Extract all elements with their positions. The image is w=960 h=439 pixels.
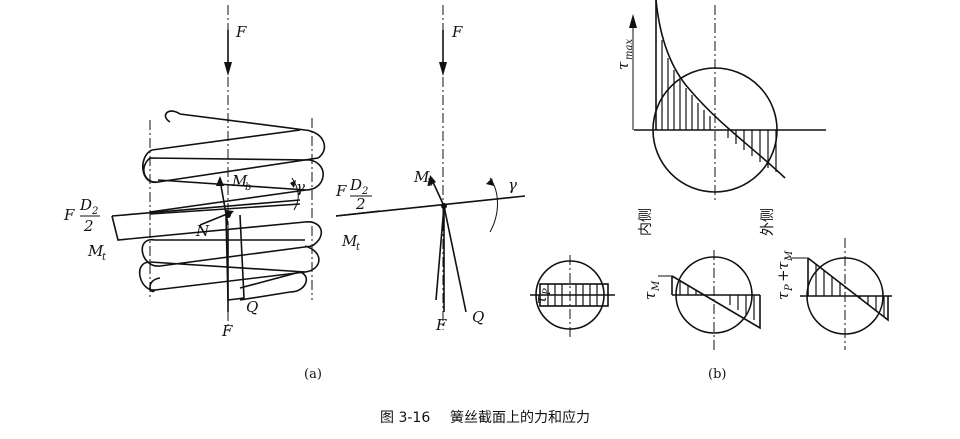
stress-distribution-panel: [530, 0, 892, 350]
tau-sum-b-label: τ: [774, 261, 792, 270]
mb-subscript-label: b: [245, 182, 251, 193]
subfigure-b-label: (b): [708, 367, 726, 382]
tau-p-hatching: [547, 284, 598, 306]
mb-label: M: [231, 172, 248, 190]
normal-force-n-label: N: [195, 222, 210, 240]
vector-diagram-panel: [335, 5, 526, 330]
outer-side-label: 外侧: [760, 208, 776, 236]
spring-coil-panel: [111, 5, 326, 330]
gamma-label: γ: [296, 178, 305, 196]
vector-mb-label: M: [413, 168, 430, 186]
tau-max-label: τ: [614, 61, 632, 70]
mt-label: M: [87, 242, 104, 260]
tau-sum-b-subscript-label: M: [784, 250, 795, 262]
force-f-left-label: F: [63, 206, 75, 224]
tau-sum-hatching: [815, 264, 885, 317]
vector-gamma-label: γ: [508, 176, 517, 194]
vector-d2-denominator-label: 2: [355, 195, 366, 213]
force-f-bottom-label: F: [221, 322, 233, 340]
tau-m-label: τ: [641, 291, 659, 300]
vector-f-top-label: F: [451, 23, 463, 41]
vector-mt-label: M: [341, 232, 358, 250]
d2-denominator-label: 2: [83, 217, 94, 235]
force-f-top-label: F: [235, 23, 247, 41]
figure-caption: 簧丝截面上的力和应力: [450, 409, 590, 426]
mt-subscript-label: t: [102, 252, 107, 263]
tau-sum-a-label: τ: [774, 291, 792, 300]
tau-sum-a-subscript-label: P: [784, 284, 795, 292]
tau-p-label: τ: [532, 295, 550, 304]
vector-f-left-label: F: [335, 182, 347, 200]
tau-m-hatching: [679, 281, 755, 320]
tau-max-subscript-label: max: [624, 39, 635, 60]
tau-max-hatching: [661, 40, 777, 172]
subfigure-a-label: (a): [304, 367, 322, 382]
tau-p-subscript-label: P: [542, 288, 553, 296]
vector-d2-subscript-label: 2: [361, 186, 368, 197]
d2-numerator-label: D: [79, 196, 92, 214]
inner-side-label: 内侧: [638, 208, 654, 236]
d2-subscript-label: 2: [91, 206, 98, 217]
vector-mb-subscript-label: b: [427, 178, 433, 189]
vector-q-label: Q: [472, 308, 484, 326]
vector-d2-numerator-label: D: [349, 176, 362, 194]
shear-q-label: Q: [246, 298, 258, 316]
tau-sum-plus-label: +: [774, 269, 792, 282]
vector-mt-subscript-label: t: [356, 242, 361, 253]
vector-f-bottom-label: F: [435, 316, 447, 334]
figure-number: 图 3-16: [380, 410, 430, 426]
tau-m-subscript-label: M: [651, 280, 662, 292]
